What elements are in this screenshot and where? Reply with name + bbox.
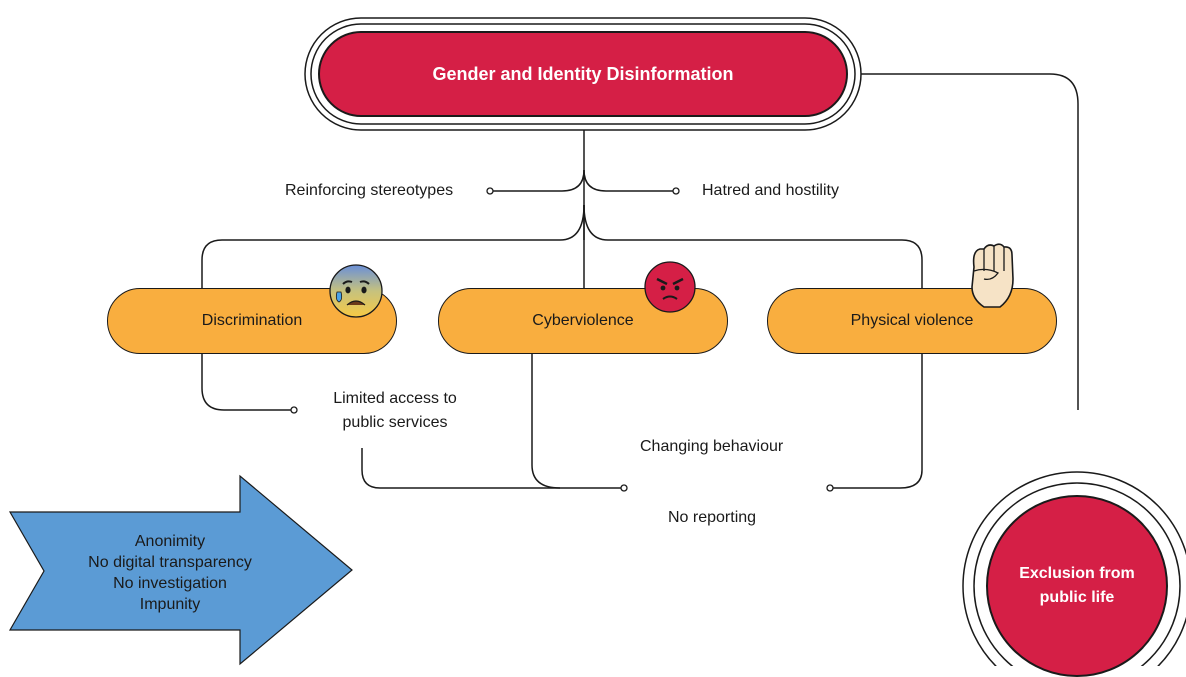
raised-fist-icon [971,243,1014,308]
title-pill: Gender and Identity Disinformation [318,31,848,117]
title-middle-ring [310,23,856,125]
line-cyberviolence-down [531,352,561,489]
node-discrimination: Discrimination [107,288,397,354]
arrow-line-anonimity: Anonimity [134,533,206,550]
line-to-exclusion [861,73,1079,410]
arrow-line-investigation: No investigation [113,575,227,592]
label-reinforcing-stereotypes: Reinforcing stereotypes [285,182,454,199]
exclusion-circle: Exclusion from public life [986,495,1168,677]
exclusion-outer-ring [962,471,1186,666]
line-public-services [361,448,624,489]
branch-hatred [583,169,676,192]
line-limited-access [201,352,294,411]
label-limited-access-line1: Limited access to [333,390,457,407]
node-cyberviolence-label: Cyberviolence [532,312,634,329]
title-text: Gender and Identity Disinformation [432,63,734,84]
dot-hatred [672,187,680,195]
anxious-sweat-face-icon [329,264,383,318]
exclusion-line2: public life [1039,589,1115,606]
line-physical-down [830,352,923,489]
arrow-text: Anonimity No digital transparency No inv… [40,531,300,615]
exclusion-middle-ring [973,482,1181,666]
dot-no-reporting-right [826,484,834,492]
node-physical-violence-label: Physical violence [850,312,974,329]
dot-limited-access [290,406,298,414]
label-no-reporting: No reporting [668,509,757,526]
branch-discrimination [201,204,585,290]
node-physical-violence: Physical violence [767,288,1057,354]
label-hatred-hostility: Hatred and hostility [702,182,839,199]
arrow-line-transparency: No digital transparency [88,554,252,571]
arrow-line-impunity: Impunity [139,596,201,613]
dot-stereotypes [486,187,494,195]
dot-no-reporting-left [620,484,628,492]
node-discrimination-label: Discrimination [201,312,303,329]
label-changing-behaviour: Changing behaviour [640,438,784,455]
angry-face-icon [644,261,696,313]
branch-stereotypes [490,169,585,192]
label-limited-access-line2: public services [342,414,448,431]
branch-physical [583,204,923,290]
impunity-arrow [8,474,353,666]
exclusion-line1: Exclusion from [1019,565,1135,582]
